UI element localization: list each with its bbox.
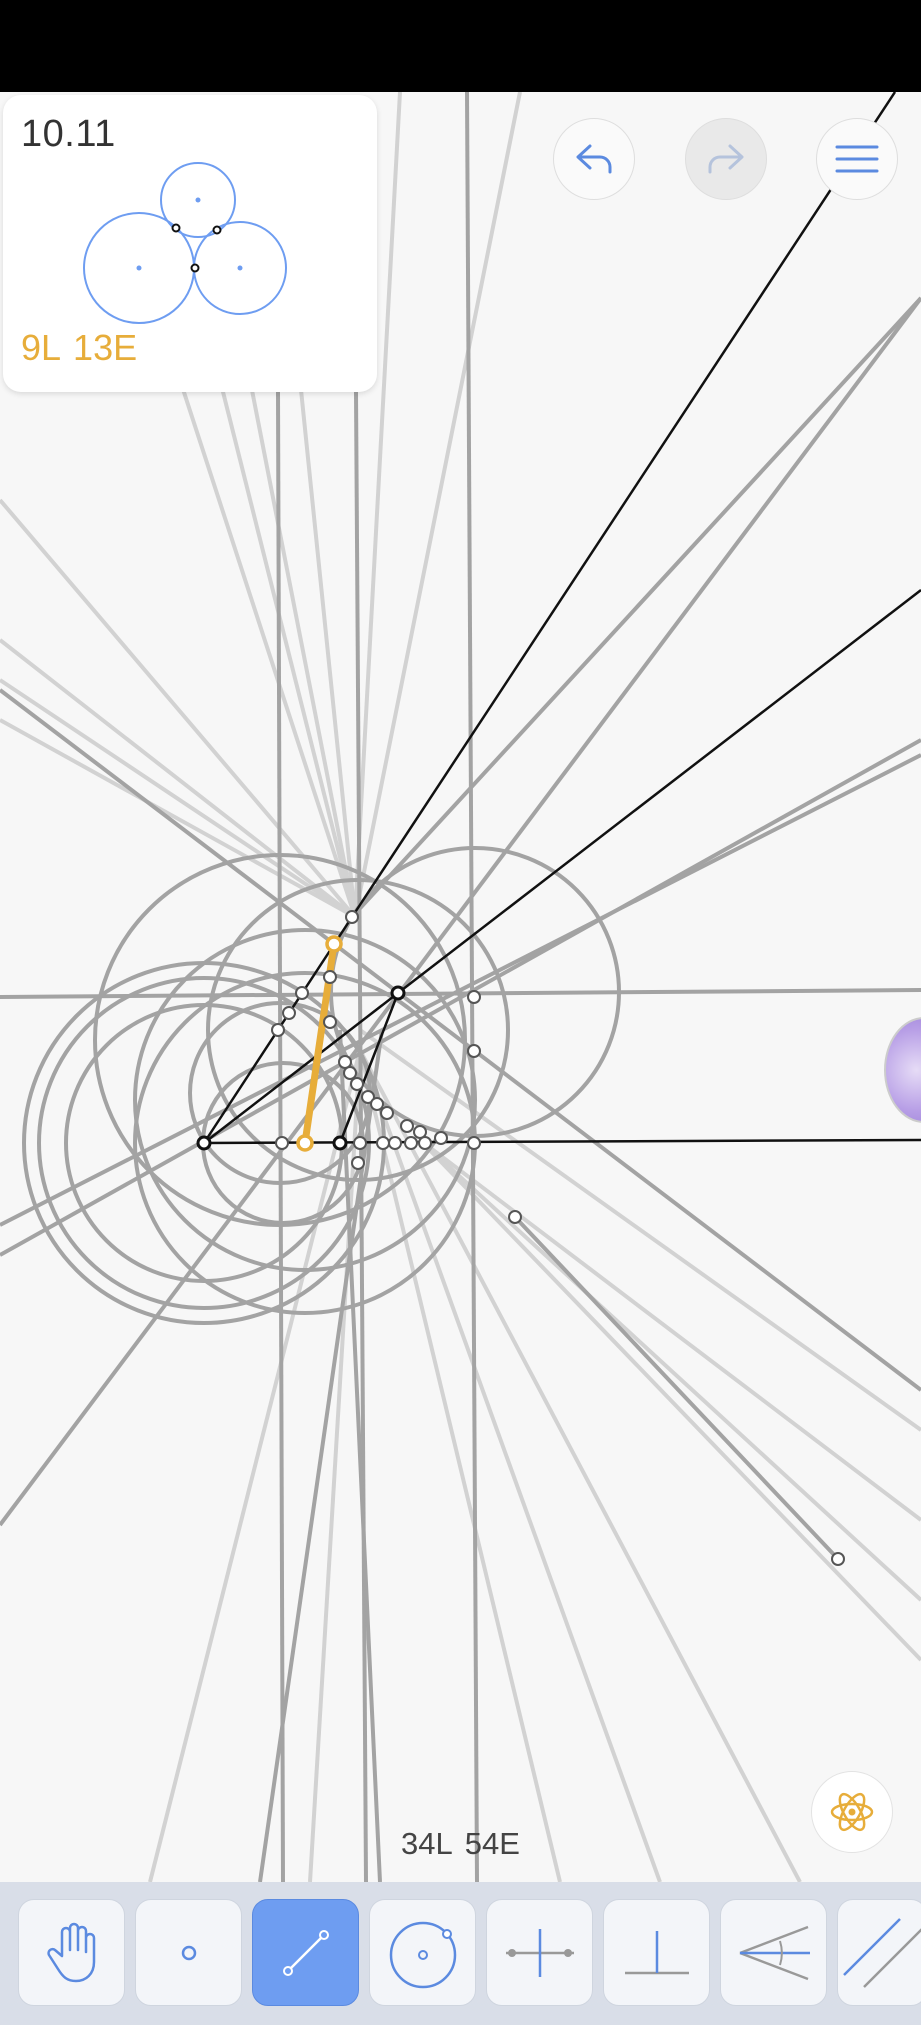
level-preview-icon (83, 162, 287, 324)
tool-perpendicular-bisector[interactable] (486, 1899, 593, 2006)
undo-icon (576, 144, 612, 174)
tool-parallel[interactable] (837, 1899, 921, 2006)
goal-lines: 9L (21, 327, 62, 368)
parallel-icon (843, 1917, 921, 1988)
light-construction-lines (0, 92, 921, 1882)
tool-line[interactable] (252, 1899, 359, 2006)
hand-icon (46, 1922, 95, 1982)
atom-icon (830, 1792, 874, 1832)
undo-button[interactable] (553, 118, 635, 200)
point-icon (181, 1945, 196, 1960)
given-lines (202, 92, 921, 1145)
counter-elements: 54E (464, 1826, 520, 1861)
perpendicular-icon (624, 1930, 689, 1974)
level-number: 10.11 (21, 113, 116, 155)
level-card[interactable]: 10.11 9L 13E (3, 95, 377, 392)
circle-icon (389, 1921, 456, 1988)
tool-circle[interactable] (369, 1899, 476, 2006)
move-counter: 34L 54E (0, 1826, 921, 1862)
tool-perpendicular[interactable] (603, 1899, 710, 2006)
tool-angle-bisector[interactable] (720, 1899, 827, 2006)
goal-elements: 13E (73, 327, 138, 368)
angle-bisector-icon (739, 1925, 810, 1980)
construction-canvas[interactable] (0, 92, 921, 1882)
counter-lines: 34L (401, 1826, 453, 1861)
level-goal: 9L 13E (21, 327, 149, 369)
hint-button[interactable] (811, 1771, 893, 1853)
tool-move[interactable] (18, 1899, 125, 2006)
line-icon (282, 1929, 329, 1976)
menu-icon (835, 145, 879, 173)
redo-icon (708, 144, 744, 174)
tool-point[interactable] (135, 1899, 242, 2006)
menu-button[interactable] (816, 118, 898, 200)
perpendicular-bisector-icon (505, 1928, 574, 1977)
redo-button[interactable] (685, 118, 767, 200)
solution-points (296, 935, 343, 1152)
given-points (196, 985, 406, 1151)
construction-drawing[interactable] (0, 92, 921, 1882)
intersection-points (271, 910, 845, 1566)
status-bar (0, 0, 921, 92)
